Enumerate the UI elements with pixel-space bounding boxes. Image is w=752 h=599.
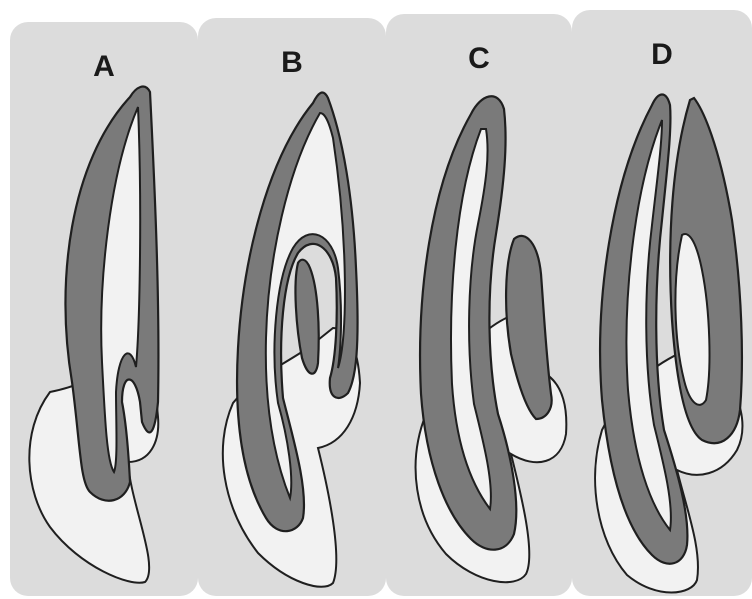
panel-d: D: [572, 10, 752, 596]
panel-a: A: [10, 22, 198, 596]
tooth-diagram-c: [386, 14, 572, 596]
tooth-diagram-b: [198, 18, 386, 596]
tooth-diagram-d: [572, 10, 752, 596]
panel-c: C: [386, 14, 572, 596]
panel-b: B: [198, 18, 386, 596]
tooth-diagram-a: [10, 22, 198, 596]
